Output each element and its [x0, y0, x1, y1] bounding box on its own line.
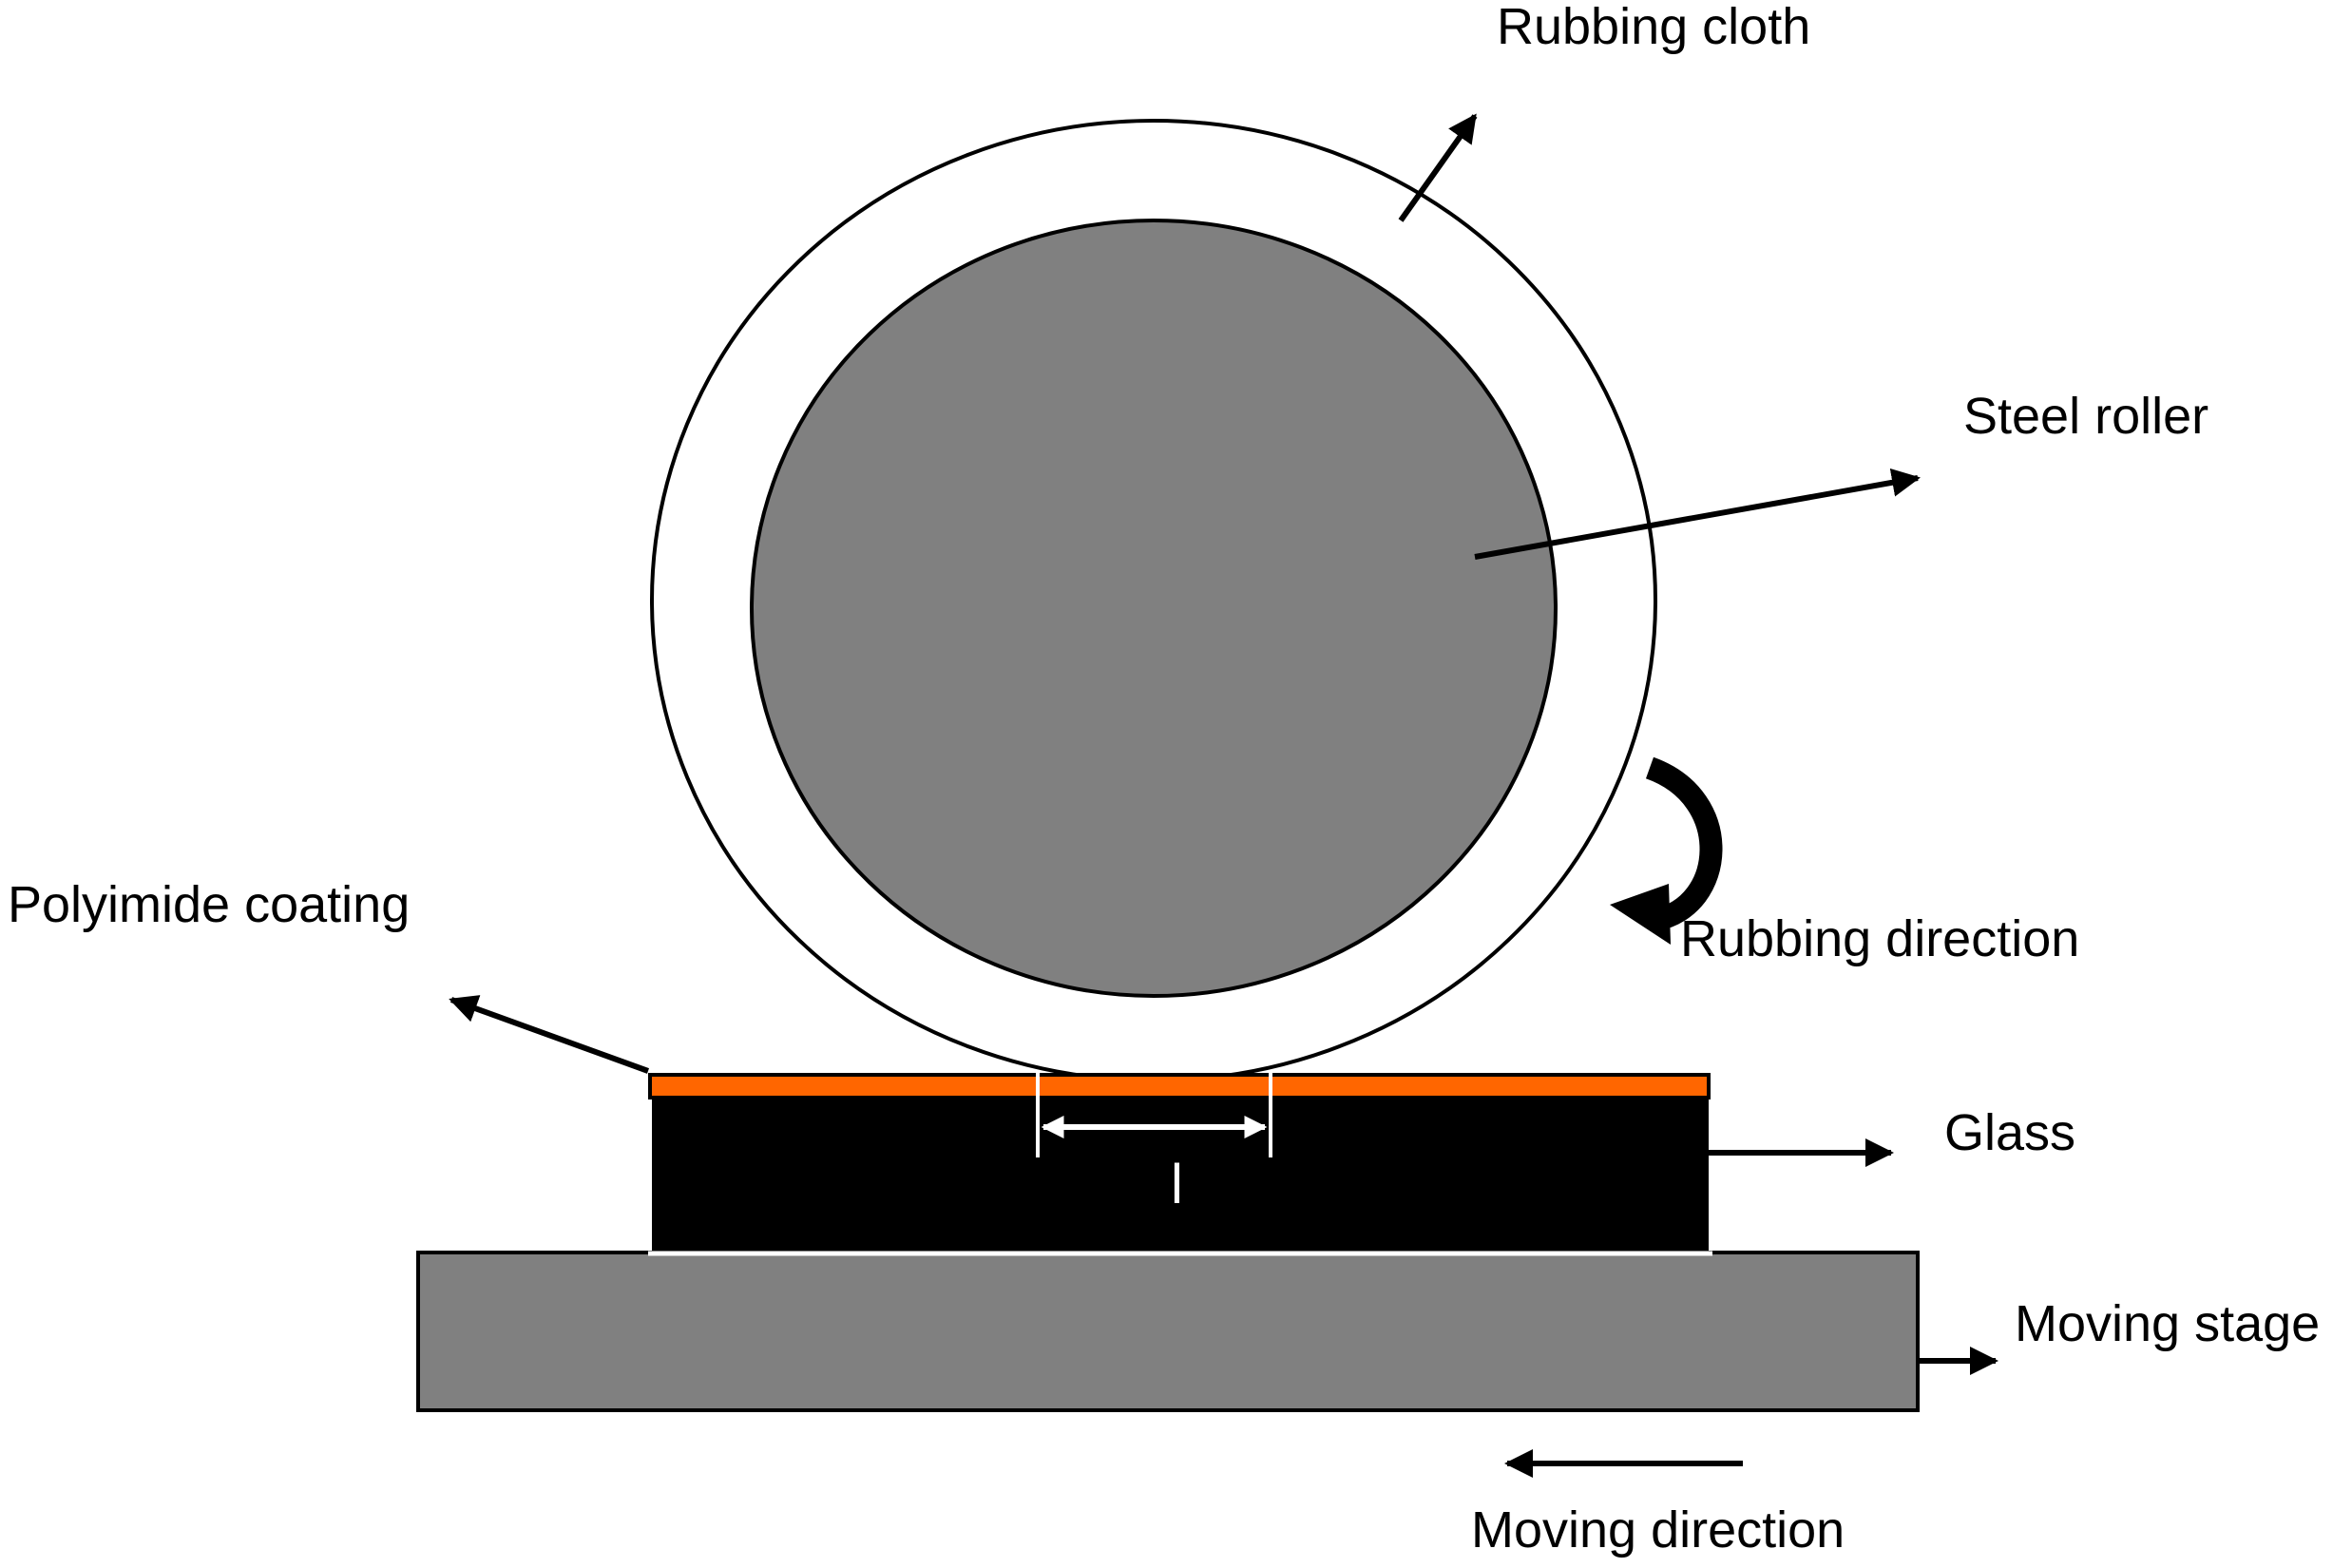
- rubbing-cloth-arrow: [1398, 113, 1478, 222]
- polyimide-coating-label: Polyimide coating: [8, 876, 410, 933]
- moving-direction-label: Moving direction: [1471, 1501, 1845, 1558]
- steel-roller-arrow: [1474, 468, 1921, 560]
- steel-roller: [750, 219, 1558, 998]
- moving-stage-label: Moving stage: [2015, 1295, 2320, 1352]
- contact-length-dimension: [1036, 1070, 1272, 1157]
- moving-stage: [416, 1251, 1920, 1412]
- rubbing-direction-label: Rubbing direction: [1680, 910, 2079, 967]
- polyimide-coating: [648, 1073, 1711, 1100]
- steel-roller-label: Steel roller: [1963, 388, 2209, 445]
- rotation-arrow-icon: [1610, 756, 1723, 945]
- polyimide-coating-arrow: [449, 995, 650, 1074]
- contact-length-label: l: [1171, 1154, 1183, 1215]
- glass-label: Glass: [1944, 1104, 2075, 1161]
- rubbing-cloth-label: Rubbing cloth: [1497, 0, 1810, 55]
